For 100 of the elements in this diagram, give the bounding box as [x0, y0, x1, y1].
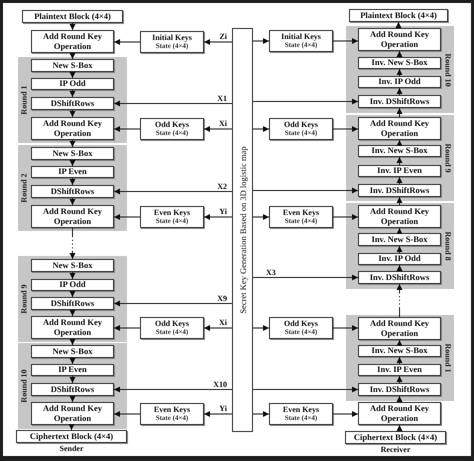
arrow [396, 68, 402, 76]
edge-label: Zi [218, 33, 228, 41]
edge-label: X10 [212, 380, 228, 388]
arrow [70, 140, 76, 148]
arrow [396, 424, 402, 432]
key-title: Even Keys [282, 208, 320, 218]
arrow [396, 108, 402, 118]
arrow [70, 272, 76, 280]
key-title: Odd Keys [284, 320, 318, 329]
arrow [396, 88, 402, 96]
process-box: New S-Box [31, 345, 114, 358]
arrow [252, 98, 358, 104]
process-box: Inv. New S-Box [358, 233, 441, 246]
process-box: Add Round Key Operation [31, 30, 114, 53]
round-label: Round 9 [20, 284, 28, 314]
arrow [70, 22, 76, 30]
edge-label: Yi [218, 208, 228, 216]
key-title: Even Keys [282, 406, 320, 415]
arrow [396, 22, 402, 28]
process-box: Add Round Key Operation [358, 28, 441, 51]
key-state-box [269, 118, 333, 140]
process-box: Plaintext Block (4×4) [349, 9, 448, 22]
arrow [204, 411, 232, 417]
arrow [396, 196, 402, 206]
key-state-box [269, 30, 333, 52]
round-label: Round 10 [20, 369, 28, 403]
arrow [70, 178, 76, 186]
process-box: Inv. New S-Box [358, 145, 441, 157]
arrow [252, 274, 358, 280]
arrow [396, 356, 402, 364]
process-box: Inv. IP Odd [358, 253, 441, 265]
process-box: Inv. IP Odd [358, 76, 441, 88]
process-box: New S-Box [31, 147, 114, 160]
arrow [114, 411, 140, 417]
round-panel [18, 343, 127, 429]
arrow [114, 325, 140, 331]
process-box: Add Round Key Operation [358, 317, 441, 340]
round-label: Round 1 [20, 85, 28, 115]
arrow [70, 396, 76, 402]
process-box: DShiftRows [31, 185, 114, 198]
edge-label: Xi [218, 319, 228, 327]
process-box: Inv. IP Even [358, 364, 441, 376]
process-box: Inv. New S-Box [358, 57, 441, 69]
process-box: Add Round Key Operation [31, 316, 114, 339]
process-box: Add Round Key Operation [358, 402, 441, 425]
key-state-box [140, 206, 204, 228]
arrow [70, 160, 76, 166]
arrow [396, 264, 402, 272]
process-box: Ciphertext Block (4×4) [345, 431, 446, 444]
process-box: Ciphertext Block (4×4) [16, 430, 127, 443]
process-box: IP Even [31, 166, 114, 178]
process-box: Add Round Key Operation [358, 117, 441, 140]
arrow [70, 52, 76, 60]
process-box: Add Round Key Operation [31, 117, 114, 140]
arrow [332, 411, 358, 417]
arrow [70, 90, 76, 98]
process-box: New S-Box [31, 259, 114, 272]
arrow [204, 214, 232, 220]
arrow [396, 140, 402, 146]
arrow [396, 156, 402, 166]
process-box: IP Odd [31, 78, 114, 90]
process-box: Inv. DShiftRows [358, 271, 441, 284]
arrow [70, 290, 76, 298]
process-box: DShiftRows [31, 297, 114, 310]
arrow [252, 188, 358, 194]
round-label: Round 9 [444, 143, 452, 173]
round-label: Round 8 [444, 231, 452, 261]
arrow [70, 376, 76, 384]
arrow [204, 325, 232, 331]
arrow [396, 340, 402, 346]
arrow [396, 376, 402, 384]
arrow [70, 338, 76, 346]
key-title: Odd Keys [154, 120, 189, 130]
process-box: Inv. IP Even [358, 165, 441, 177]
key-state-box [269, 206, 333, 228]
arrow [70, 198, 76, 206]
round-panel [346, 203, 454, 289]
node-label: Sender [58, 445, 84, 453]
key-title: Even Keys [154, 406, 190, 415]
arrow [114, 300, 232, 306]
arrow [114, 126, 140, 132]
process-box: Inv. DShiftRows [358, 184, 441, 197]
arrow [70, 228, 76, 260]
arrow [332, 126, 358, 132]
edge-label: Yi [218, 405, 228, 413]
edge-label: X2 [216, 182, 228, 190]
edge-label: X1 [216, 94, 228, 102]
arrow [70, 358, 76, 364]
process-box: IP Odd [31, 279, 114, 291]
arrow [252, 38, 270, 44]
key-state-box [140, 31, 204, 53]
arrow [332, 38, 358, 44]
key-title: Even Keys [154, 208, 190, 218]
process-box: Add Round Key Operation [31, 205, 114, 228]
arrow [396, 246, 402, 254]
process-box: DShiftRows [31, 97, 114, 110]
key-title: Initial Keys [152, 34, 192, 43]
process-box: Inv. DShiftRows [358, 95, 441, 108]
arrow [396, 228, 402, 234]
round-panel [18, 145, 127, 231]
